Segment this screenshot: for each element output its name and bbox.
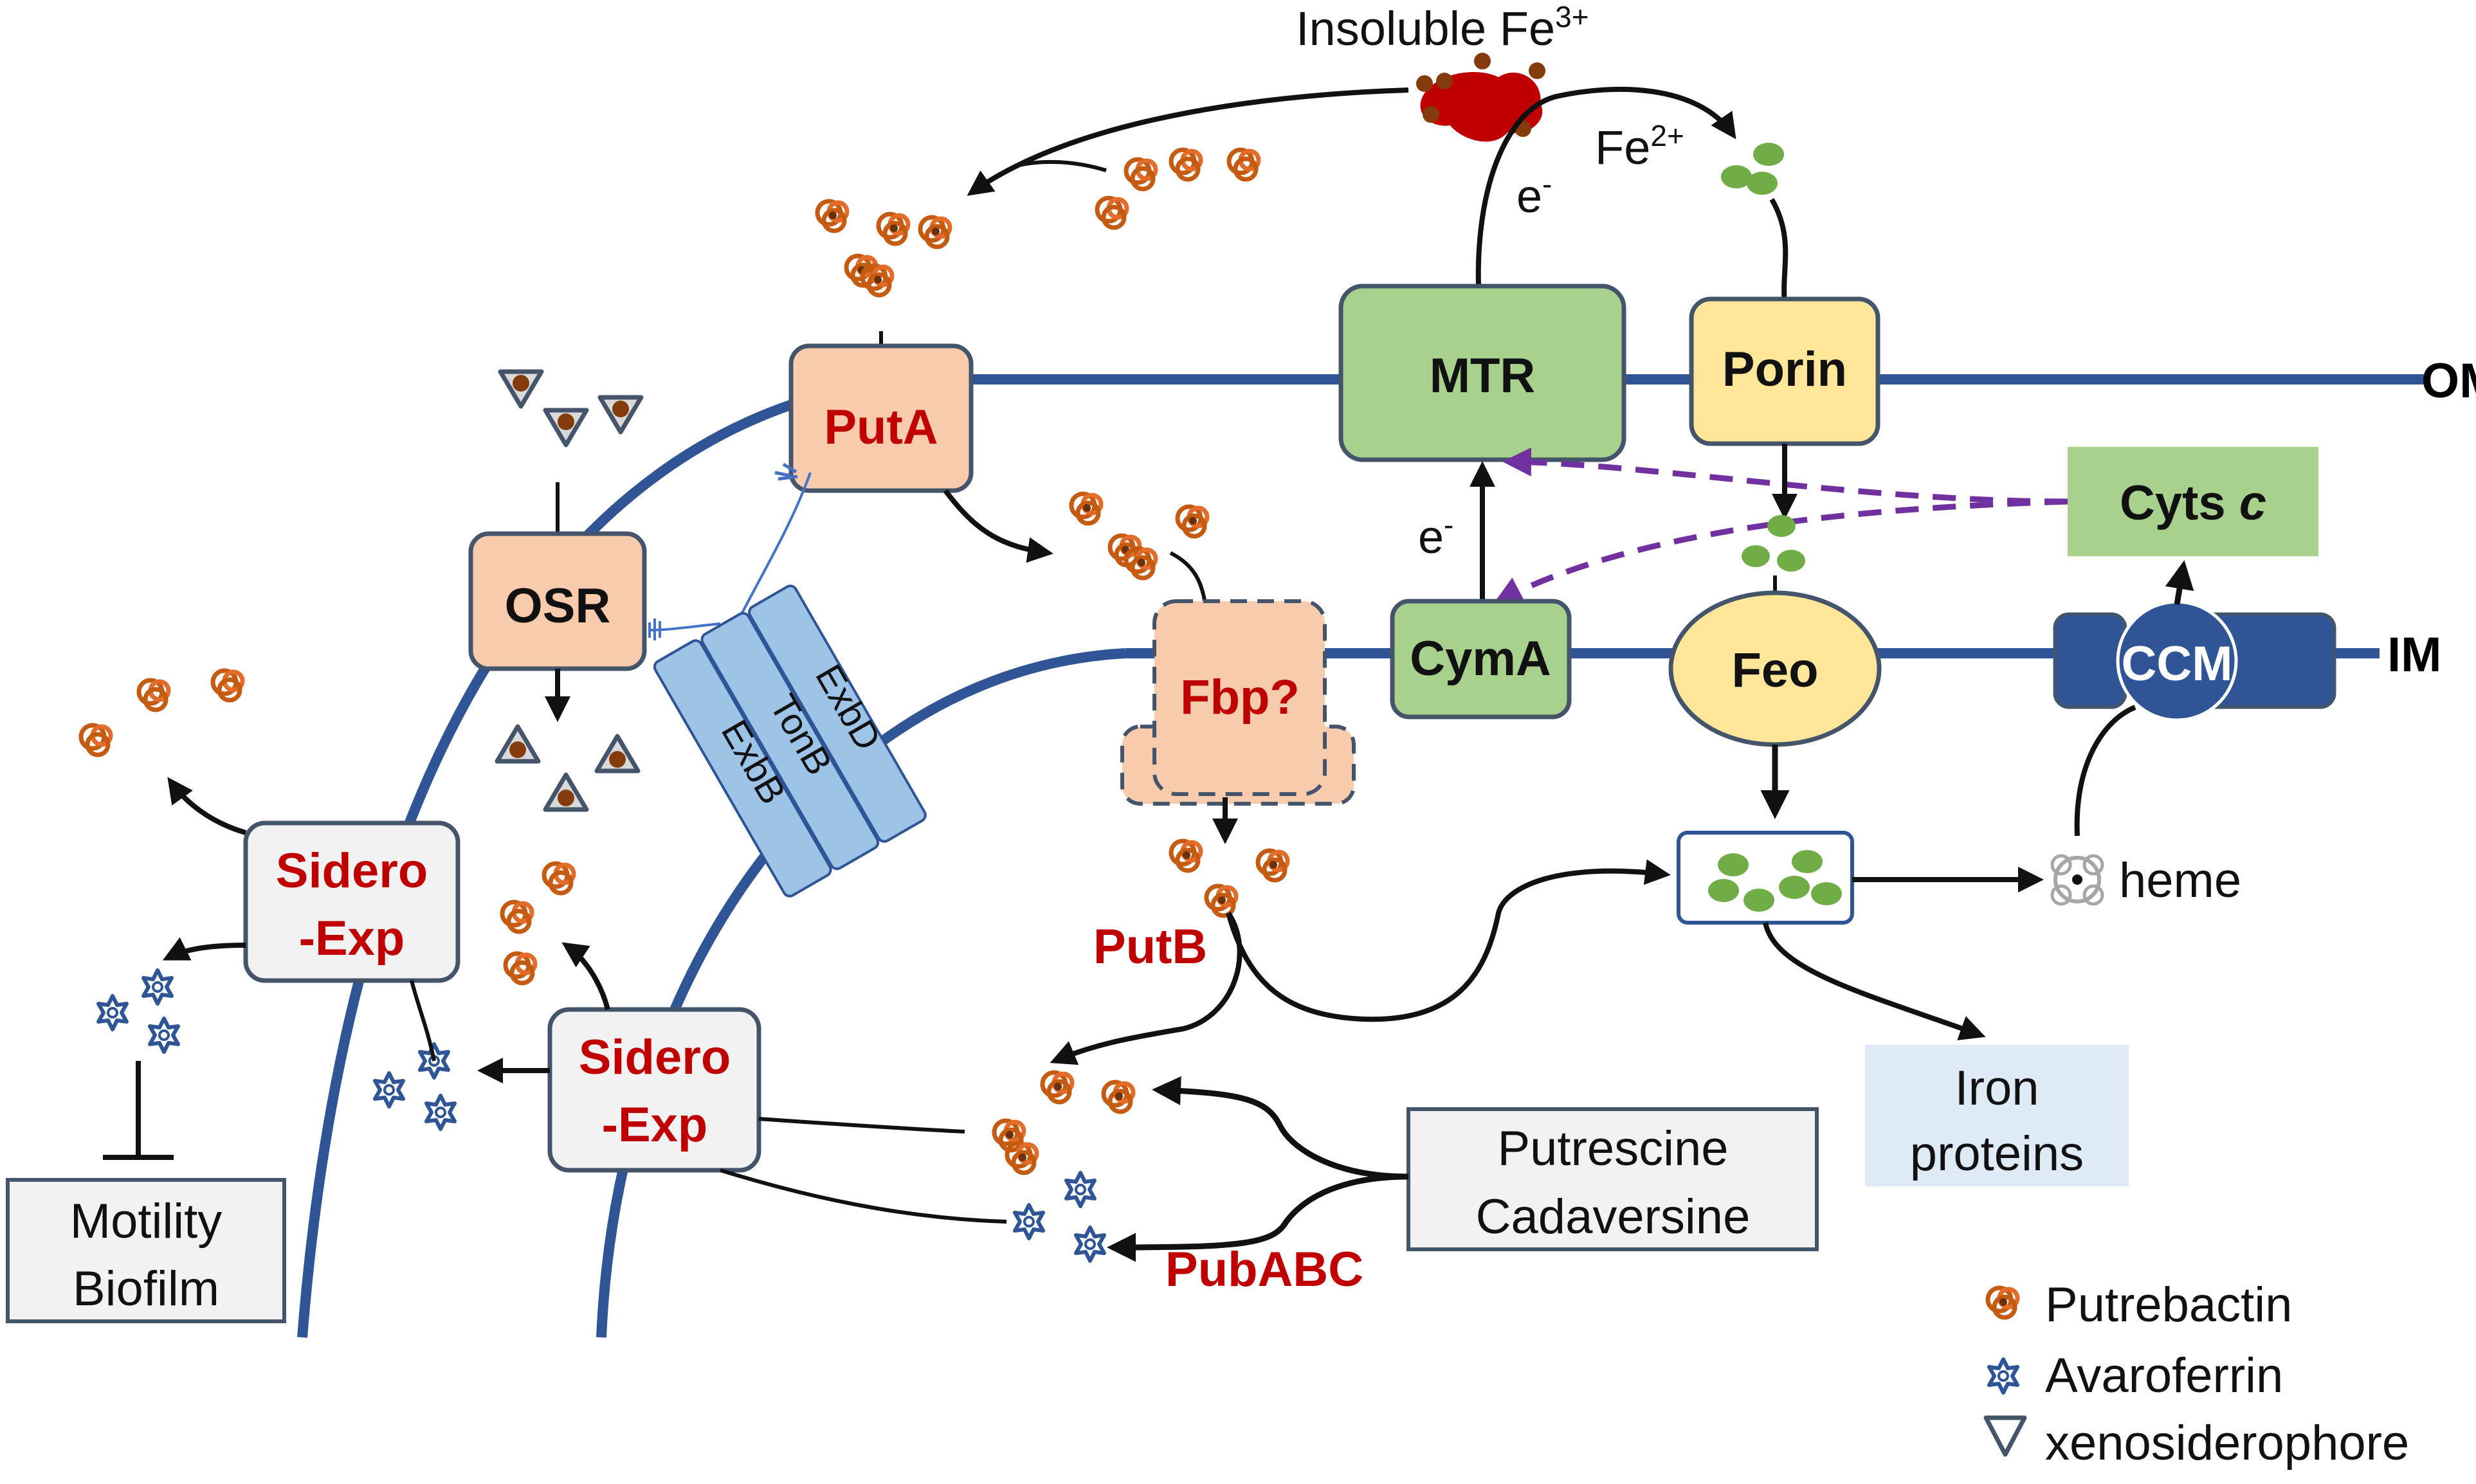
xenosiderophore-cluster-bottom [497,727,638,810]
ccm-label: CCM [2121,637,2232,691]
legend-avaroferrin: Avaroferrin [2045,1348,2283,1403]
putrescine-line1: Putrescine [1497,1121,1728,1176]
putrebactin-legend-icon [1988,1288,2017,1317]
putrebactin-cluster-cytoplasm [1171,841,1288,916]
puta-label: PutA [824,400,938,455]
fbp-box: Fbp? [1120,599,1356,806]
iron-proteins-line2: proteins [1910,1127,2084,1181]
putb-label: PutB [1093,919,1207,974]
cadaversine-line2: Cadaversine [1476,1190,1751,1244]
legend-putrebactin: Putrebactin [2045,1278,2292,1332]
cyts-c-box: Cyts c [2068,447,2318,556]
om-label: OM [2421,354,2476,408]
pubabc-label: PubABC [1165,1242,1363,1297]
putrescine-box: Putrescine Cadaversine [1406,1107,1819,1251]
fe2-label: Fe2+ [1595,119,1684,174]
sidero-exp-upper-box: Sidero -Exp [243,820,460,983]
legend-xenosiderophore: xenosiderophore [2045,1416,2409,1470]
avaroferrin-cluster-lower [1015,1173,1104,1261]
sidero-exp-upper-line2: -Exp [299,911,405,966]
cyma-box: CymA [1390,599,1572,719]
xenosiderophore-cluster-top [500,372,641,445]
motility-line1: Motility [70,1194,222,1249]
ccm-complex: CCM [2053,600,2336,722]
cyma-label: CymA [1410,631,1551,686]
feo-label: Feo [1731,643,1818,698]
heme-label: heme [2119,853,2241,908]
iron-proteins-box: Iron proteins [1865,1045,2129,1186]
avaroferrin-cluster-left [375,1044,455,1129]
osr-label: OSR [505,579,611,633]
fbp-label: Fbp? [1180,670,1300,725]
iron-proteins-line1: Iron [1955,1061,2039,1116]
e-label-mid: e- [1418,508,1453,563]
e-label-top: e- [1516,167,1552,222]
puta-box: PutA [788,343,974,493]
putrebactin-cluster-lower [994,1072,1133,1173]
xenosiderophore-legend-icon [1983,1415,2027,1457]
porin-label: Porin [1722,342,1847,397]
sidero-exp-lower-line1: Sidero [579,1030,731,1085]
fe2-ions-periplasm [1742,515,1805,572]
putrebactin-cluster-mid [502,864,574,983]
putrebactin-cluster-top [817,150,1259,295]
legend: Putrebactin Avaroferrin xenosiderophore [1983,1278,2409,1470]
avaroferrin-cluster-far-left [98,970,178,1052]
mtr-box: MTR [1338,284,1626,462]
sidero-exp-upper-line1: Sidero [276,844,428,898]
iron-pool-box [1677,831,1854,925]
porin-box: Porin [1689,296,1880,446]
avaroferrin-legend-icon [1989,1359,2017,1393]
fe2-ions-icon [1721,143,1784,195]
putrebactin-cluster-left [81,671,242,755]
insoluble-fe-label: Insoluble Fe3+ [1296,0,1589,55]
biofilm-line2: Biofilm [73,1262,219,1316]
heme-icon [2050,854,2104,906]
motility-box: Motility Biofilm [6,1178,286,1323]
mtr-label: MTR [1430,348,1536,403]
cyts-c-label: Cyts c [2120,476,2266,530]
tonb-complex: ExbB TonB ExbD [653,584,927,898]
feo-box: Feo [1668,590,1882,747]
im-label: IM [2387,628,2441,682]
sidero-exp-lower-box: Sidero -Exp [547,1007,761,1173]
insoluble-fe-cluster-icon [1416,53,1545,142]
sidero-exp-lower-line2: -Exp [602,1098,708,1152]
osr-box: OSR [468,531,647,671]
